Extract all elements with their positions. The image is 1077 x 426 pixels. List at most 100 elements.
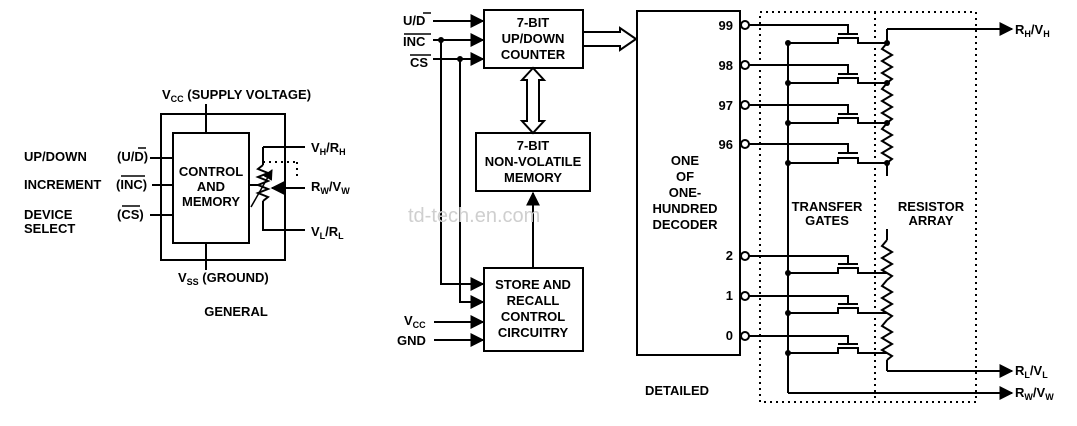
updown-pin-label: (U/D) xyxy=(117,149,148,164)
nvm-text-1: 7-BIT xyxy=(517,138,550,153)
device-label-1: DEVICE xyxy=(24,207,73,222)
tap-row-98 xyxy=(740,60,890,86)
gate-junction-99 xyxy=(785,40,791,46)
gate-channel-1 xyxy=(788,307,887,314)
general-rw-label: RW/VW xyxy=(311,179,350,196)
inc-pin-label: INC xyxy=(403,34,426,49)
tap-node-99 xyxy=(740,20,750,30)
detailed-diagram: U/D INC CS 7-BIT UP/DOWN COUNTER 7-BIT N… xyxy=(397,9,1054,403)
tap-label-98: 98 xyxy=(719,58,733,73)
general-vss-label: VSS (GROUND) xyxy=(178,270,269,287)
pot-adjust-arrow xyxy=(250,169,273,208)
cs-pin-label: CS xyxy=(410,55,428,70)
chain-junction-98 xyxy=(884,80,890,86)
tap-label-96: 96 xyxy=(719,137,733,152)
tap-node-98 xyxy=(740,60,750,70)
tap-node-96 xyxy=(740,139,750,149)
tap-row-2 xyxy=(740,251,887,276)
store-text-1: STORE AND xyxy=(495,277,571,292)
tap-select-line-2 xyxy=(749,255,849,263)
tap-select-line-96 xyxy=(749,143,849,152)
gnd-pin-label: GND xyxy=(397,333,426,348)
nvm-text-3: MEMORY xyxy=(504,170,562,185)
detailed-caption: DETAILED xyxy=(645,383,709,398)
tap-select-line-1 xyxy=(749,295,849,303)
decoder-block xyxy=(636,10,741,356)
tap-row-1 xyxy=(740,291,887,316)
pot-bottom-lead xyxy=(262,201,305,231)
tap-node-97 xyxy=(740,100,750,110)
tap-row-0 xyxy=(740,331,887,356)
tap-label-99: 99 xyxy=(719,18,733,33)
potentiometer-symbol xyxy=(255,164,271,202)
tap-select-line-98 xyxy=(749,64,849,73)
tap-row-99 xyxy=(740,20,890,46)
rw-output-label: RW/VW xyxy=(1015,385,1054,402)
tap-select-line-97 xyxy=(749,104,849,113)
vcc-pin-label: VCC xyxy=(404,313,426,330)
tap-label-1: 1 xyxy=(726,288,733,303)
transfer-text-1: TRANSFER xyxy=(792,199,863,214)
gate-junction-97 xyxy=(785,120,791,126)
general-vh-label: VH/RH xyxy=(311,140,346,157)
decoder-text-3: ONE- xyxy=(669,185,702,200)
chain-junction-99 xyxy=(884,40,890,46)
inc-branch-line xyxy=(440,40,485,291)
chain-junction-97 xyxy=(884,120,890,126)
gate-junction-98 xyxy=(785,80,791,86)
resistor-3 xyxy=(880,122,894,164)
gate-channel-0 xyxy=(788,347,887,354)
control-memory-text-2: AND xyxy=(197,179,225,194)
bidirectional-arrow xyxy=(519,66,547,135)
general-diagram: VCC (SUPPLY VOLTAGE) CONTROL AND MEMORY … xyxy=(24,87,350,319)
gate-junction-0 xyxy=(785,350,791,356)
gate-channel-96 xyxy=(788,157,887,164)
resistor-5 xyxy=(880,279,894,321)
general-caption: GENERAL xyxy=(204,304,268,319)
ud-pin-label: U/D xyxy=(403,13,425,28)
gate-junction-2 xyxy=(785,270,791,276)
gate-channel-99 xyxy=(788,37,887,44)
decoder-text-5: DECODER xyxy=(652,217,718,232)
resistor-4 xyxy=(880,239,894,281)
resistor-text-2: ARRAY xyxy=(908,213,953,228)
tap-label-0: 0 xyxy=(726,328,733,343)
tap-node-2 xyxy=(740,251,750,261)
tap-label-97: 97 xyxy=(719,98,733,113)
store-text-4: CIRCUITRY xyxy=(498,325,569,340)
counter-text-3: COUNTER xyxy=(501,47,566,62)
gate-channel-97 xyxy=(788,117,887,124)
transfer-text-2: GATES xyxy=(805,213,849,228)
device-label-2: SELECT xyxy=(24,221,75,236)
nvm-block xyxy=(475,132,591,192)
updown-label: UP/DOWN xyxy=(24,149,87,164)
control-memory-text-1: CONTROL xyxy=(179,164,243,179)
increment-label: INCREMENT xyxy=(24,177,101,192)
device-pin-label: (CS) xyxy=(117,207,144,222)
watermark-text: td-tech.en.com xyxy=(408,205,540,227)
resistor-1 xyxy=(880,42,894,84)
control-memory-text-3: MEMORY xyxy=(182,194,240,209)
resistor-2 xyxy=(880,82,894,124)
general-vl-label: VL/RL xyxy=(311,224,344,241)
store-text-3: CONTROL xyxy=(501,309,565,324)
tap-select-line-99 xyxy=(749,24,849,33)
nvm-text-2: NON-VOLATILE xyxy=(485,154,582,169)
decoder-text-4: HUNDRED xyxy=(653,201,718,216)
gate-channel-2 xyxy=(788,267,887,274)
store-text-2: RECALL xyxy=(507,293,560,308)
tap-label-2: 2 xyxy=(726,248,733,263)
decoder-text-2: OF xyxy=(676,169,694,184)
transfer-resistor-dotted-outline xyxy=(759,11,977,403)
cs-branch-line xyxy=(459,59,485,309)
gate-junction-96 xyxy=(785,160,791,166)
tap-node-1 xyxy=(740,291,750,301)
control-memory-block xyxy=(172,132,250,244)
gate-junction-1 xyxy=(785,310,791,316)
tap-node-0 xyxy=(740,331,750,341)
counter-text-1: 7-BIT xyxy=(517,15,550,30)
decoder-text-1: ONE xyxy=(671,153,700,168)
counter-text-2: UP/DOWN xyxy=(502,31,565,46)
general-vcc-label: VCC (SUPPLY VOLTAGE) xyxy=(162,87,311,104)
